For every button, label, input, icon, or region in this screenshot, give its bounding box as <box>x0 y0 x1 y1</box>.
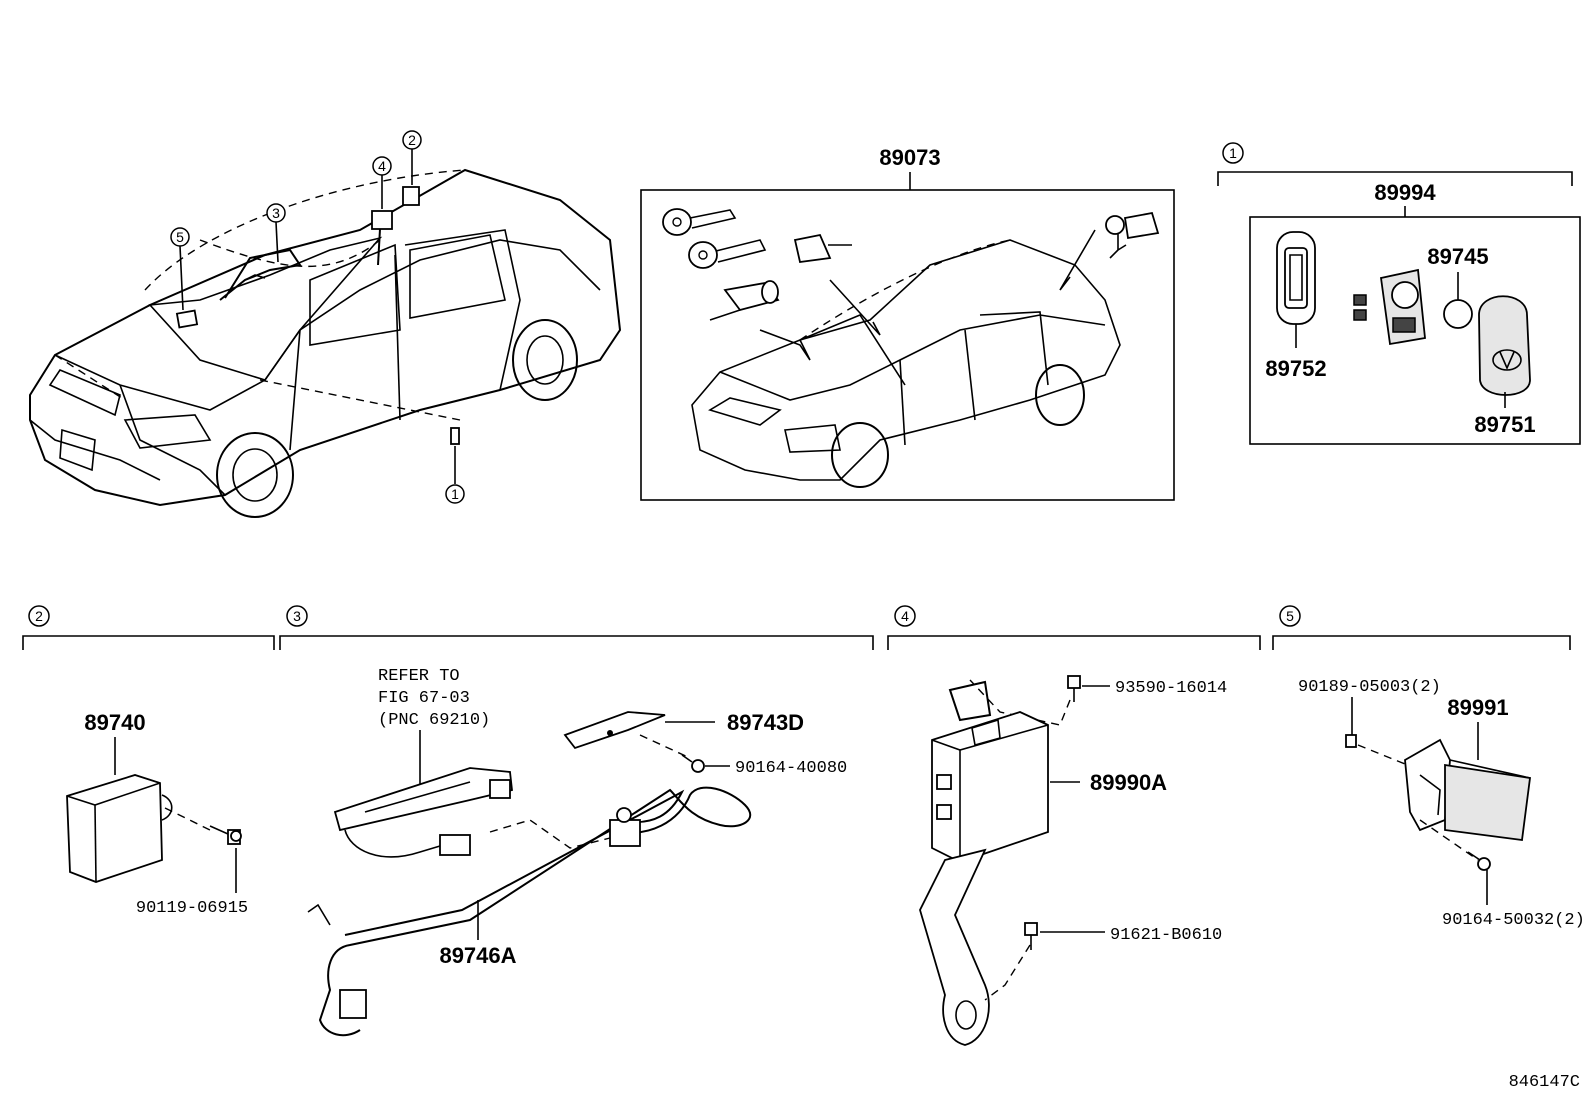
ecu-bracket-icon <box>919 848 990 1046</box>
key-set-vehicle-illustration <box>691 239 1121 488</box>
callout-4-car: 4 <box>372 156 392 176</box>
callout-3-car: 3 <box>266 203 286 223</box>
top-screw-part-number: 90189-05003(2) <box>1298 678 1441 697</box>
svg-text:5: 5 <box>1286 608 1294 624</box>
circuit-board-icon <box>1379 268 1426 346</box>
refer-text-line-1: REFER TO <box>378 667 460 686</box>
svg-text:5: 5 <box>176 229 184 245</box>
section-3: 3 REFER TO FIG 67-03 (PNC 69210) 89743D … <box>279 605 874 1037</box>
callout-2-car: 2 <box>402 130 422 150</box>
screw-icon <box>1467 851 1491 871</box>
transmitter-frame <box>1249 216 1581 445</box>
screw-part-number: 90164-40080 <box>735 759 847 778</box>
refer-text-line-3: (PNC 69210) <box>378 711 490 730</box>
key-set-part-number: 89073 <box>879 145 940 170</box>
callout-5-car: 5 <box>170 227 190 247</box>
ecu-module-icon <box>931 680 1049 863</box>
door-handle-icon <box>333 767 513 858</box>
svg-text:3: 3 <box>272 205 280 221</box>
car-module-2 <box>402 186 420 206</box>
svg-text:2: 2 <box>35 608 43 624</box>
vehicle-overview-illustration <box>29 149 622 518</box>
bolt-icon <box>1067 675 1081 702</box>
key-icon <box>662 208 737 236</box>
module-with-bracket-icon <box>1404 738 1532 842</box>
svg-text:4: 4 <box>901 608 909 624</box>
bracket-icon <box>563 711 666 750</box>
car-module-5 <box>175 309 199 329</box>
battery-icon <box>1443 299 1473 329</box>
bolt-icon <box>209 825 242 845</box>
svg-text:3: 3 <box>293 608 301 624</box>
car-module-4 <box>371 210 393 230</box>
module-part-number: 89991 <box>1447 695 1508 720</box>
svg-text:4: 4 <box>378 158 386 174</box>
svg-text:2: 2 <box>408 132 416 148</box>
transmitter-cover-icon <box>1478 295 1531 396</box>
svg-text:1: 1 <box>451 486 459 502</box>
key-set-frame <box>640 189 1175 501</box>
transmitter-group: 1 89994 89752 89745 <box>1217 142 1581 445</box>
receiver-part-number: 89740 <box>84 710 145 735</box>
refer-text-line-2: FIG 67-03 <box>378 689 470 708</box>
car-transmitter-1 <box>450 427 460 445</box>
battery-part-number: 89745 <box>1427 244 1488 269</box>
transmitter-group-part-number: 89994 <box>1374 180 1436 205</box>
callout-1-header: 1 <box>1222 142 1244 164</box>
bottom-screw-part-number: 90164-50032(2) <box>1442 911 1585 930</box>
trunk-lock-cylinder-icon <box>1105 211 1160 259</box>
screw-icon <box>681 754 705 773</box>
transmitter-case-icon <box>1276 231 1316 325</box>
harness-part-number: 89746A <box>439 943 516 968</box>
callout-1-car: 1 <box>445 484 465 504</box>
diagram-code: 846147C <box>1509 1073 1580 1092</box>
transmitter-cover-part-number: 89751 <box>1474 412 1535 437</box>
top-bolt-part-number: 93590-16014 <box>1115 679 1227 698</box>
transmitter-case-part-number: 89752 <box>1265 356 1326 381</box>
receiver-module-icon <box>66 774 173 883</box>
bottom-bolt-part-number: 91621-B0610 <box>1110 926 1222 945</box>
callout-2-header: 2 <box>28 605 50 627</box>
callout-5-header: 5 <box>1279 605 1301 627</box>
bolt-part-number: 90119-06915 <box>136 899 248 918</box>
screw-icon <box>1345 734 1357 748</box>
section-4: 4 93590-16014 89990A <box>887 605 1261 1046</box>
key-set-group: 89073 <box>640 145 1175 501</box>
key-icon <box>688 239 767 269</box>
bolt-icon <box>1024 922 1038 950</box>
section-5: 5 90189-05003(2) 89991 90164-50032(2) <box>1272 605 1585 930</box>
door-lock-cylinder-icon <box>793 233 852 264</box>
ecu-part-number: 89990A <box>1090 770 1167 795</box>
wire-harness-icon <box>307 786 752 1037</box>
svg-text:1: 1 <box>1229 145 1237 161</box>
callout-3-header: 3 <box>286 605 308 627</box>
section-2: 2 89740 90119-06915 <box>22 605 275 918</box>
ignition-cylinder-icon <box>709 280 780 321</box>
bracket-part-number: 89743D <box>727 710 804 735</box>
callout-4-header: 4 <box>894 605 916 627</box>
